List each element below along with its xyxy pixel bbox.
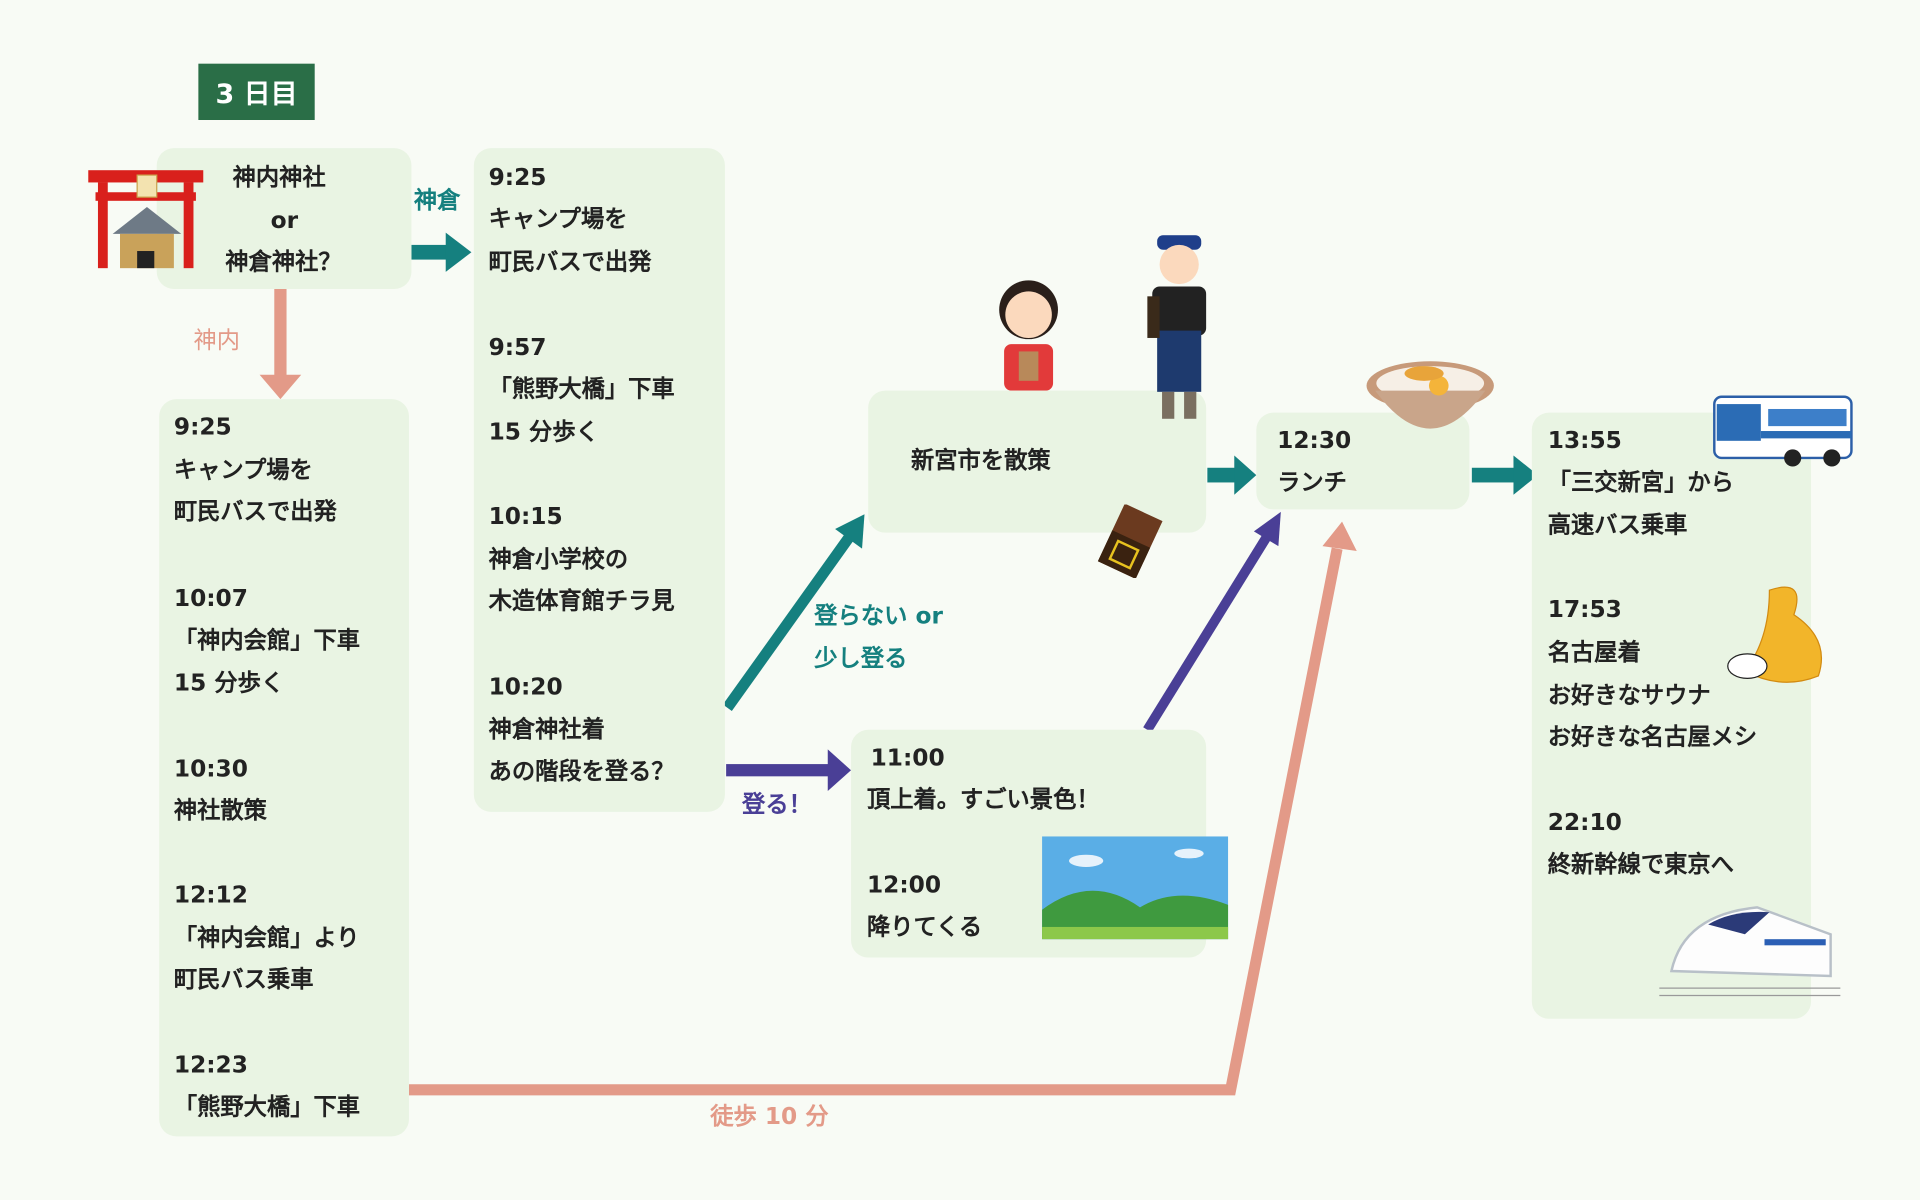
kamikura-schedule-line: 15 分歩く	[488, 418, 599, 446]
summit-time: 11:00	[870, 744, 945, 772]
route-label-jinnai: 神内	[193, 326, 241, 354]
shopkeeper-icon	[1147, 235, 1207, 419]
return-schedule-line: 高速バス乗車	[1547, 511, 1688, 539]
jinnai-schedule-line: 神社散策	[173, 797, 267, 825]
arrow-stroll-to-lunch	[1207, 455, 1257, 495]
route-label-walk: 徒歩 10 分	[710, 1103, 829, 1131]
lunch-box	[1256, 412, 1470, 510]
kamikura-schedule-line: 神倉小学校の	[488, 546, 629, 574]
kamikura-schedule-line: 神倉神社着	[488, 716, 605, 744]
jinnai-schedule-line: 町民バス乗車	[173, 966, 314, 994]
day-title: 3 日目	[198, 63, 315, 121]
bus-icon	[1713, 395, 1853, 467]
return-schedule-line: 名古屋着	[1547, 639, 1641, 667]
jinnai-schedule-line: 9:25	[173, 413, 232, 441]
return-schedule-line: 終新幹線で東京へ	[1547, 851, 1734, 878]
arrow-summit-to-lunch	[1143, 511, 1281, 733]
arrow-to-kamikura	[411, 232, 472, 272]
jinnai-schedule-line: キャンプ場を	[173, 456, 313, 484]
question-line: 神倉神社？	[225, 248, 342, 276]
kamikura-schedule-line: 木造体育館チラ見	[488, 587, 675, 615]
jinnai-schedule-line: 12:12	[173, 881, 248, 909]
route-label-not-climb: 少し登る	[814, 645, 908, 673]
jinnai-schedule-line: 町民バスで出発	[173, 498, 337, 526]
jinnai-schedule-box	[159, 399, 409, 1137]
kamikura-schedule-line: 「熊野大橋」下車	[488, 375, 675, 403]
return-schedule-line: 「三交新宮」から	[1547, 468, 1734, 496]
return-schedule-line: お好きなサウナ	[1547, 682, 1711, 709]
route-label-kamikura: 神倉	[413, 187, 461, 215]
kamikura-schedule-box	[473, 148, 725, 812]
lunch-time: 12:30	[1277, 427, 1352, 455]
jinnai-schedule-line: 10:07	[173, 585, 248, 613]
jinnai-schedule-line: 15 分歩く	[173, 669, 285, 697]
landscape-icon	[1042, 836, 1229, 940]
arrow-lunch-to-return	[1471, 455, 1538, 495]
jinnai-schedule-line: 12:23	[173, 1051, 248, 1079]
shinkansen-icon	[1659, 906, 1841, 997]
jinnai-schedule-line: 「熊野大橋」下車	[173, 1093, 361, 1121]
jinnai-schedule-line: 10:30	[173, 755, 248, 783]
return-schedule-line: 13:55	[1547, 427, 1622, 455]
summit-text: 頂上着。すごい景色！	[866, 786, 1100, 814]
arrow-climb	[726, 749, 852, 792]
return-schedule-line: 22:10	[1547, 809, 1622, 837]
kamikura-schedule-line: 10:20	[488, 673, 563, 701]
shachihoko-icon	[1727, 586, 1823, 683]
kamikura-schedule-line: 9:57	[488, 334, 547, 362]
udon-pot-icon	[1366, 361, 1494, 429]
stroll-text: 新宮市を散策	[911, 446, 1051, 474]
jinnai-schedule-line: 「神内会館」より	[173, 924, 360, 952]
question-line: 神内神社	[232, 164, 326, 192]
kamikura-schedule-line: キャンプ場を	[488, 205, 628, 233]
kamikura-schedule-line: 9:25	[488, 164, 547, 192]
summit-text: 降りてくる	[866, 913, 983, 941]
kamikura-schedule-line: 10:15	[488, 503, 563, 531]
shrine-icon	[88, 170, 204, 269]
jinnai-schedule-line: 「神内会館」下車	[173, 626, 361, 654]
return-schedule-line: お好きな名古屋メシ	[1547, 723, 1758, 751]
arrow-walk	[408, 521, 1357, 1096]
lunch-text: ランチ	[1277, 468, 1347, 496]
stroll-box	[868, 390, 1207, 533]
kamikura-schedule-line: 町民バスで出発	[488, 248, 652, 276]
arrow-not-climb	[722, 514, 865, 711]
route-label-not-climb: 登らない or	[814, 602, 943, 630]
girl-drink-icon	[999, 280, 1058, 391]
arrow-to-jinnai	[259, 288, 302, 400]
route-label-climb: 登る！	[742, 791, 812, 818]
chocolate-icon	[1097, 504, 1163, 578]
return-schedule-line: 17:53	[1547, 596, 1622, 624]
summit-time: 12:00	[866, 871, 942, 899]
kamikura-schedule-line: あの階段を登る？	[488, 757, 675, 785]
question-line: or	[270, 206, 299, 234]
